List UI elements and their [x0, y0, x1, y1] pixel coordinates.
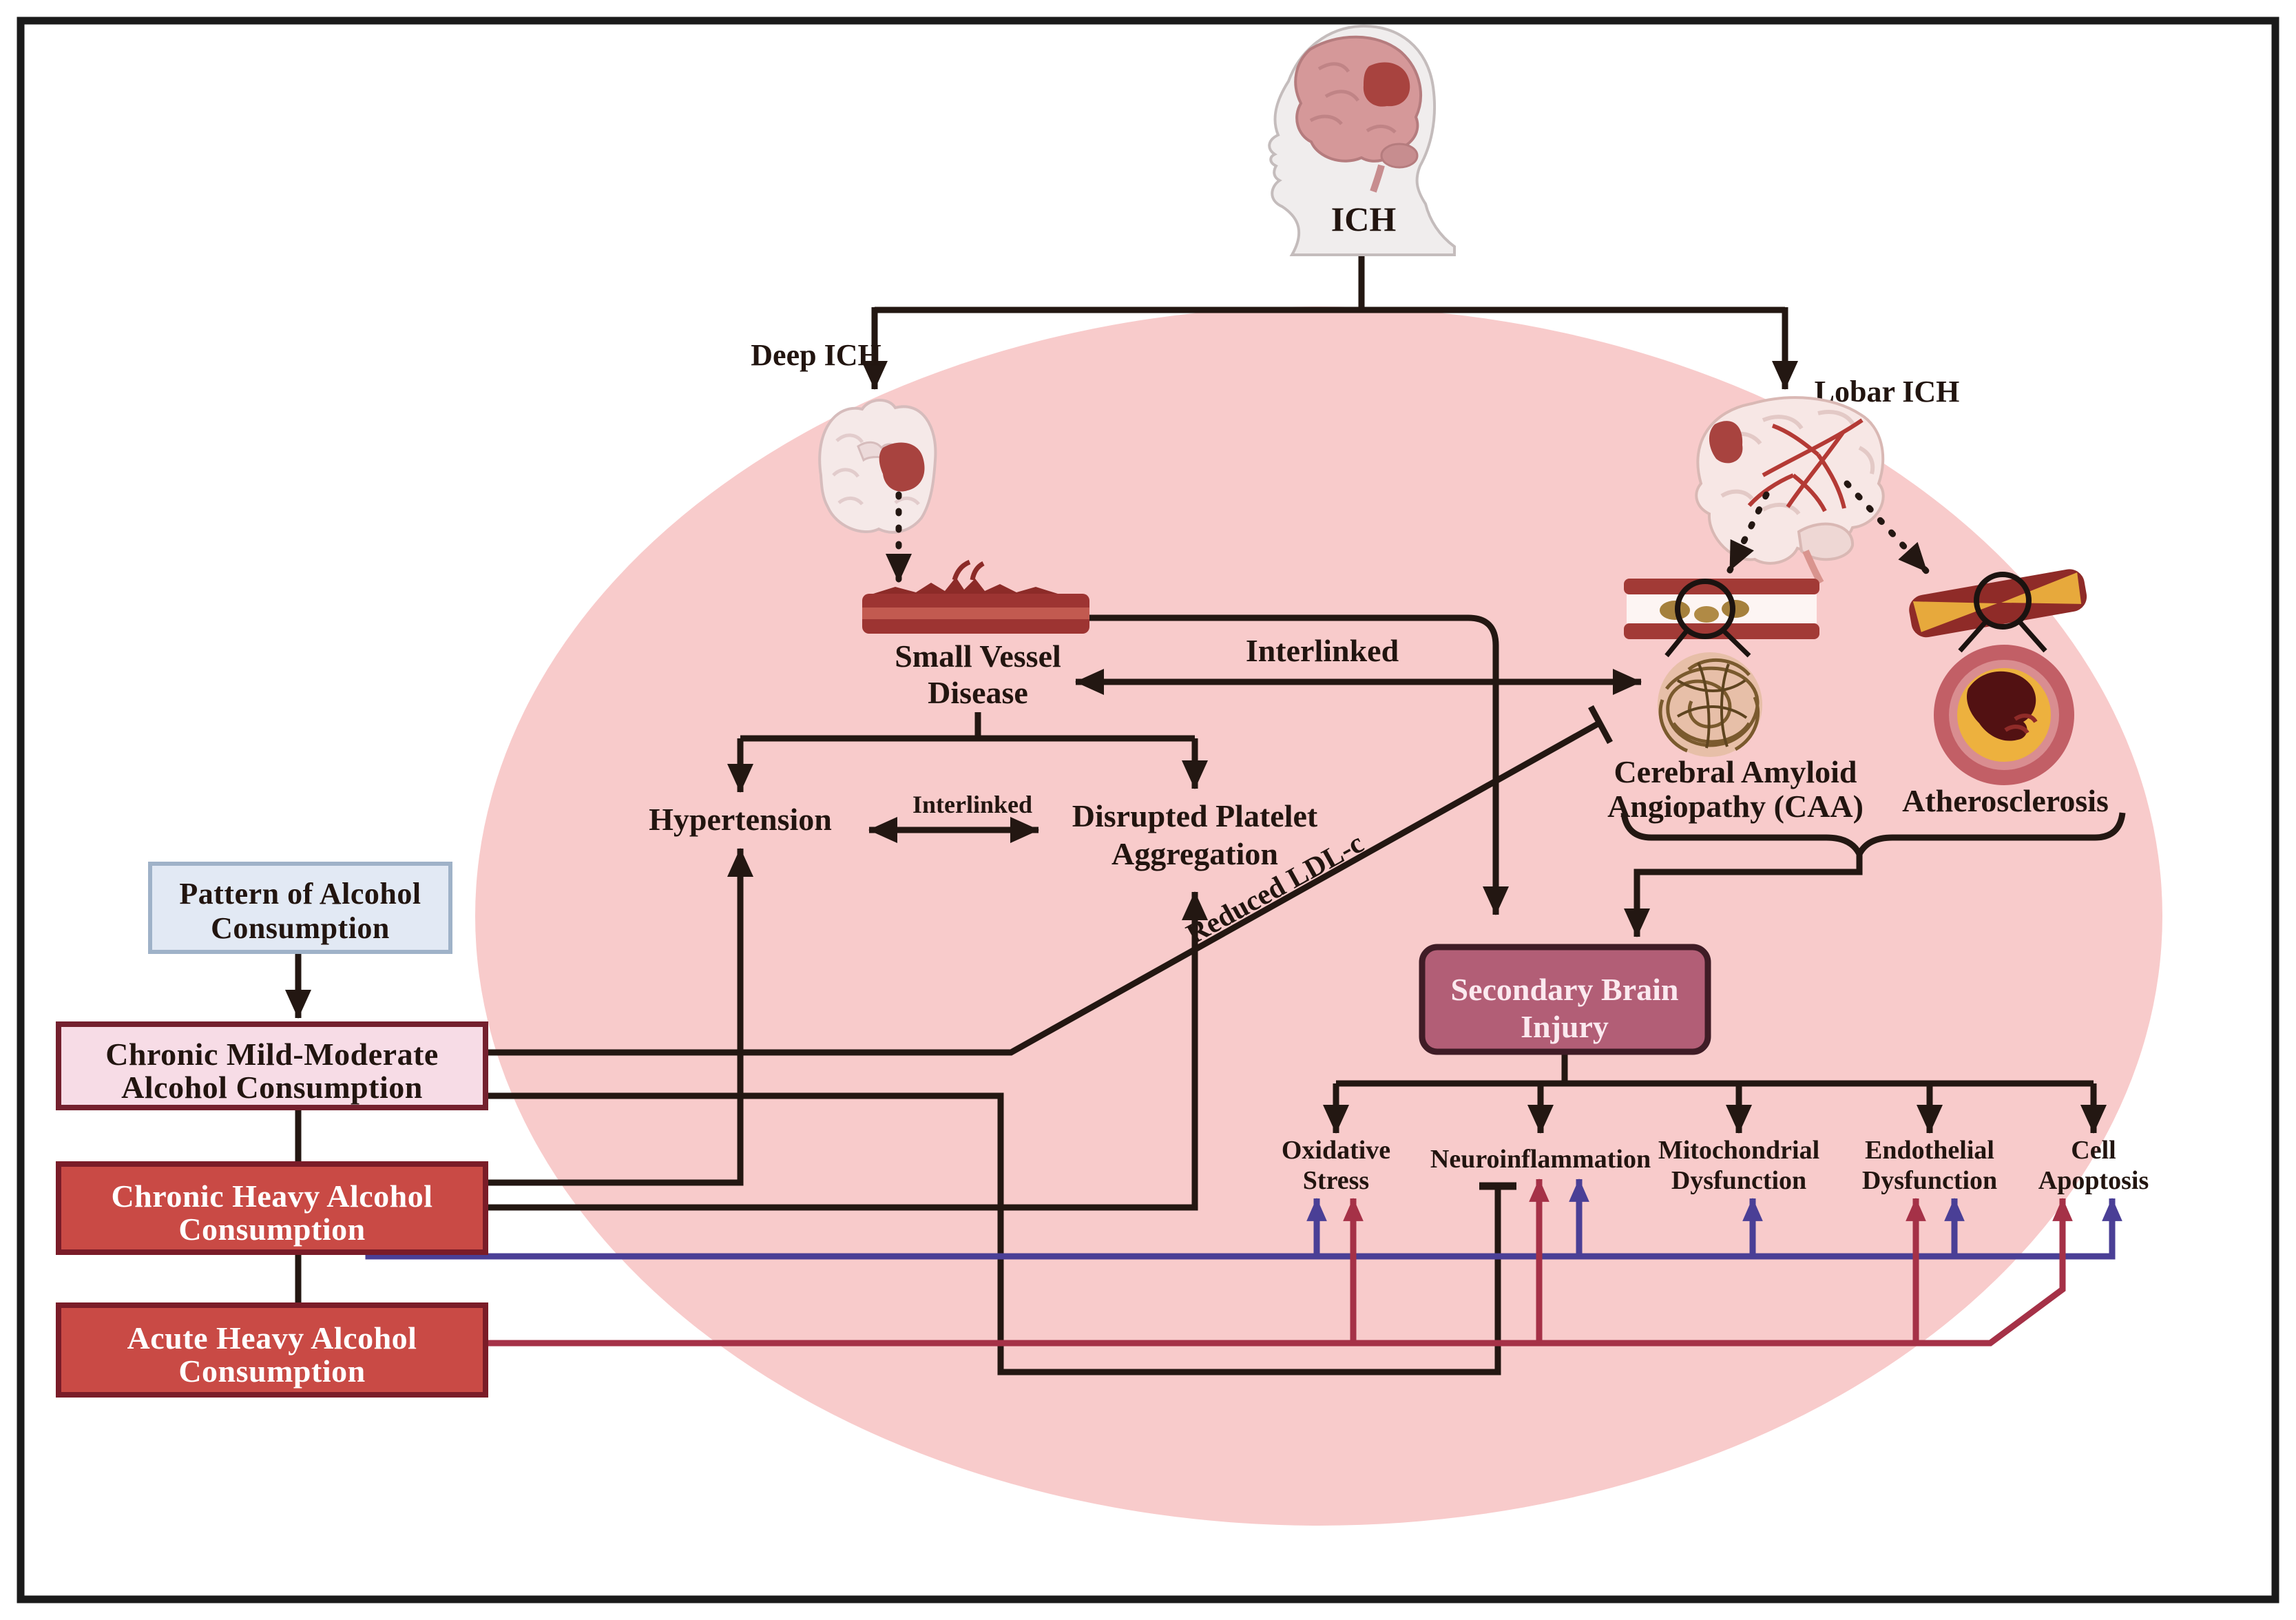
chronic-heavy-box: Chronic Heavy Alcohol Consumption	[56, 1161, 488, 1255]
cmm-label-line2: Alcohol Consumption	[121, 1070, 423, 1105]
interlinked-small-label: Interlinked	[912, 791, 1032, 818]
tangle-fibers	[1658, 658, 1760, 753]
aha-label-line2: Consumption	[178, 1353, 365, 1389]
apoptosis-label-line2: Apoptosis	[2038, 1166, 2149, 1195]
amyloid-tangle	[1658, 652, 1762, 757]
secondary-brain-injury-box: Secondary Brain Injury	[1419, 944, 1711, 1055]
cha-rect	[56, 1161, 488, 1255]
figure-frame	[17, 17, 2279, 1603]
black-connector-lines	[285, 614, 2126, 1375]
cha-to-dpa-line	[486, 891, 1208, 1211]
hypertension-label: Hypertension	[649, 802, 832, 837]
cha-label-line1: Chronic Heavy Alcohol	[111, 1178, 432, 1214]
lobar-brain-illustration	[1695, 396, 1930, 585]
sbi-label-line1: Secondary Brain	[1451, 972, 1679, 1007]
outcome-labels: Oxidative Stress Neuroinflammation Mitoc…	[1282, 1136, 2149, 1195]
coronal-sulci	[832, 433, 920, 506]
ich-branch-lines: Deep ICH Lobar ICH	[751, 256, 1959, 408]
ich-label: ICH	[1331, 200, 1397, 238]
artery-cross-section	[1934, 645, 2074, 785]
oxidative-label-line2: Stress	[1303, 1166, 1369, 1195]
dpa-label-line2: Aggregation	[1112, 836, 1278, 871]
rupture-spray	[952, 559, 985, 581]
mito-label-line2: Dysfunction	[1671, 1166, 1806, 1195]
interlinked-big-label: Interlinked	[1246, 633, 1399, 668]
caa-vessel-illustration	[1624, 579, 1819, 757]
brace-to-sbi-arrow	[1624, 854, 1863, 937]
neuro-label: Neuroinflammation	[1430, 1145, 1651, 1174]
athero-magnifier-legs	[1958, 619, 2047, 653]
svd-to-sbi-line	[1089, 614, 1509, 915]
lobar-to-athero-dotted-arrow	[1844, 480, 1930, 575]
vessel-lumen-stripe	[862, 608, 1089, 619]
athero-magnifier-circle	[1974, 572, 2032, 630]
ldl-inhibition-tbar	[1588, 705, 1613, 745]
brain-sulci	[1309, 62, 1397, 134]
deep-hemorrhage	[879, 442, 925, 492]
svd-label-line2: Disease	[928, 675, 1028, 710]
aha-label-line1: Acute Heavy Alcohol	[127, 1320, 417, 1356]
lobar-to-caa-dotted-arrow	[1726, 491, 1770, 574]
deep-ich-label: Deep ICH	[751, 338, 881, 372]
caa-magnifier-legs	[1664, 628, 1751, 658]
cross-section-thrombus	[1966, 671, 2036, 741]
lobar-cerebellum	[1797, 522, 1855, 561]
cha-label-line2: Consumption	[178, 1212, 365, 1247]
aha-rect	[56, 1302, 488, 1398]
small-vessel-rupture-illustration	[862, 559, 1089, 634]
lobar-hemorrhage	[1709, 421, 1743, 464]
amyloid-deposit-2	[1694, 606, 1719, 623]
caa-magnifier-circle	[1675, 579, 1735, 639]
caa-label-line2: Angiopathy (CAA)	[1607, 789, 1864, 824]
dpa-label-line1: Disrupted Platelet	[1072, 798, 1318, 833]
mito-label-line1: Mitochondrial	[1658, 1136, 1819, 1165]
caa-label-line1: Cerebral Amyloid	[1614, 754, 1857, 789]
ich-hemorrhage-spot	[1363, 62, 1410, 107]
pattern-label-line2: Consumption	[211, 911, 390, 945]
lobar-gyri	[1720, 410, 1875, 515]
alcohol-pattern-box: Pattern of Alcohol Consumption	[148, 862, 452, 954]
oxidative-label-line1: Oxidative	[1282, 1136, 1390, 1165]
sbi-rect	[1419, 944, 1711, 1055]
lobar-brainstem	[1802, 549, 1824, 585]
svd-label-line1: Small Vessel	[895, 638, 1061, 674]
red-main-line	[486, 1197, 2073, 1347]
acute-heavy-box: Acute Heavy Alcohol Consumption	[56, 1302, 488, 1398]
cmm-rect	[56, 1021, 488, 1110]
deep-brain-illustration	[818, 398, 937, 585]
brainstem-in-head	[1370, 164, 1385, 193]
athero-label: Atherosclerosis	[1902, 783, 2109, 818]
head-ich-illustration: ICH	[1268, 24, 1456, 256]
cross-section-swirl	[2004, 714, 2038, 734]
cmm-to-neuro-line	[486, 1092, 1501, 1375]
cerebellum-in-head	[1380, 143, 1419, 169]
pattern-rect	[148, 862, 452, 954]
athero-vessel-body	[1909, 569, 2087, 638]
cmm-label-line1: Chronic Mild-Moderate	[105, 1037, 439, 1072]
athero-vessel-illustration	[1909, 569, 2087, 785]
vessel-rupture-burst	[873, 577, 1058, 594]
cha-to-hypertension-line	[486, 848, 753, 1186]
pattern-label-line1: Pattern of Alcohol	[179, 877, 421, 911]
apoptosis-label-line1: Cell	[2071, 1136, 2116, 1165]
tangle-fill	[1658, 652, 1762, 757]
athero-plaque-right	[2001, 572, 2082, 604]
endo-label-line2: Dysfunction	[1862, 1166, 1997, 1195]
tangle-fibers-dark	[1676, 662, 1748, 749]
chronic-mild-moderate-box: Chronic Mild-Moderate Alcohol Consumptio…	[56, 1021, 488, 1110]
darkred-acute-heavy-lines	[486, 1178, 2073, 1347]
endo-label-line1: Endothelial	[1865, 1136, 1994, 1165]
cmm-ldl-diagonal-line	[486, 720, 1601, 1056]
amyloid-deposit-1	[1660, 601, 1690, 620]
lobar-vessel-tree	[1747, 418, 1864, 512]
sbi-label-line2: Injury	[1521, 1009, 1609, 1044]
